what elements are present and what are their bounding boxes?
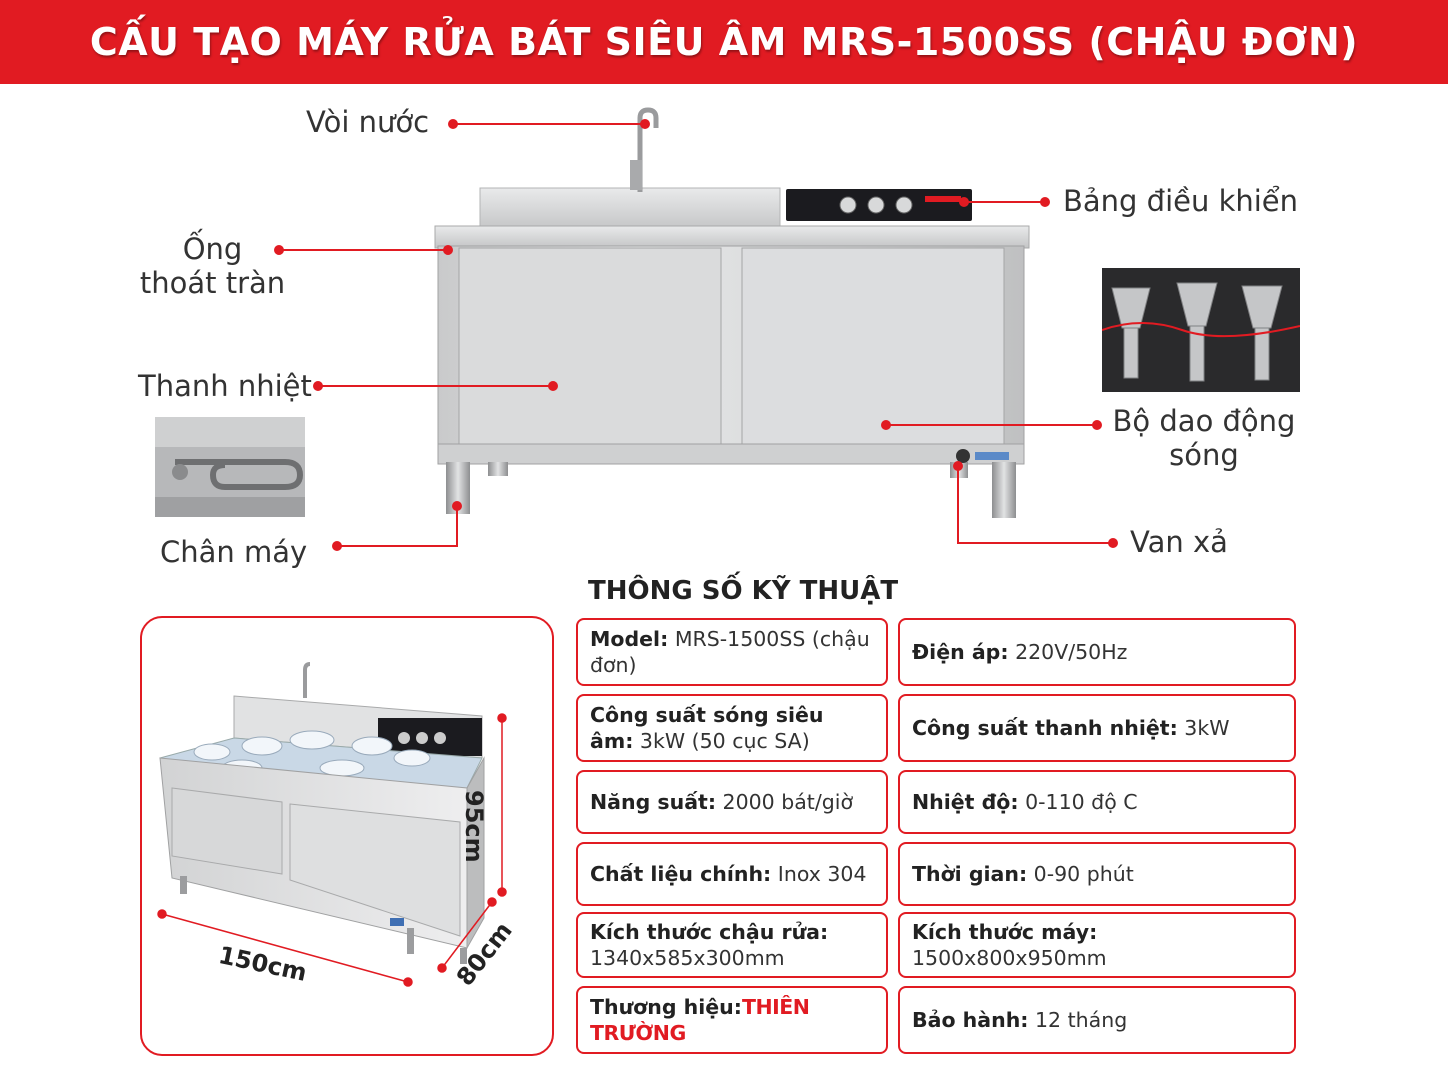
brand-name: THIÊN TRƯỜNG: [590, 995, 810, 1045]
left-door: [458, 247, 722, 445]
dimension-height: 95cm: [460, 790, 488, 863]
label-transducer-line2: sóng: [1169, 438, 1239, 472]
top-rim: [434, 225, 1030, 249]
label-faucet: Vòi nước: [306, 105, 430, 139]
spec-model: Model: MRS-1500SS (chậu đơn): [576, 618, 888, 686]
spec-tub-size: Kích thước chậu rửa: 1340x585x300mm: [576, 912, 888, 978]
spec-heater-power: Công suất thanh nhiệt: 3kW: [898, 694, 1296, 762]
label-drain-valve: Van xả: [1130, 525, 1228, 559]
spec-machine-size: Kích thước máy: 1500x800x950mm: [898, 912, 1296, 978]
title-banner: CẤU TẠO MÁY RỬA BÁT SIÊU ÂM MRS-1500SS (…: [0, 0, 1448, 84]
spec-ultrasonic-power: Công suất sóng siêu âm: 3kW (50 cục SA): [576, 694, 888, 762]
label-overflow-line1: Ống: [182, 232, 243, 266]
right-door: [741, 247, 1005, 445]
label-overflow-pipe: Ống thoát tràn: [135, 232, 290, 300]
label-transducer: Bộ dao động sóng: [1104, 404, 1304, 472]
label-transducer-line1: Bộ dao động: [1112, 404, 1296, 438]
spec-material: Chất liệu chính: Inox 304: [576, 842, 888, 906]
drain-valve-shape: [956, 449, 970, 463]
backsplash: [479, 187, 781, 231]
spec-voltage: Điện áp: 220V/50Hz: [898, 618, 1296, 686]
spec-title: THÔNG SỐ KỸ THUẬT: [588, 576, 899, 606]
spec-temperature: Nhiệt độ: 0-110 độ C: [898, 770, 1296, 834]
transducer-thumbnail: [1102, 268, 1300, 392]
spec-brand: Thương hiệu:THIÊN TRƯỜNG: [576, 986, 888, 1054]
faucet-shape: [637, 107, 659, 192]
page-title: CẤU TẠO MÁY RỬA BÁT SIÊU ÂM MRS-1500SS (…: [89, 20, 1359, 64]
label-overflow-line2: thoát tràn: [139, 266, 286, 300]
spec-capacity: Năng suất: 2000 bát/giờ: [576, 770, 888, 834]
heater-thumbnail: [155, 417, 305, 517]
label-control-panel: Bảng điều khiển: [1063, 184, 1299, 218]
spec-time: Thời gian: 0-90 phút: [898, 842, 1296, 906]
leg: [992, 462, 1016, 518]
spec-warranty: Bảo hành: 12 tháng: [898, 986, 1296, 1054]
label-heater: Thanh nhiệt: [138, 369, 312, 403]
machine-3d-illustration: [157, 662, 507, 987]
label-legs: Chân máy: [160, 535, 308, 569]
leg: [488, 462, 508, 476]
product-photo-box: [140, 616, 554, 1056]
